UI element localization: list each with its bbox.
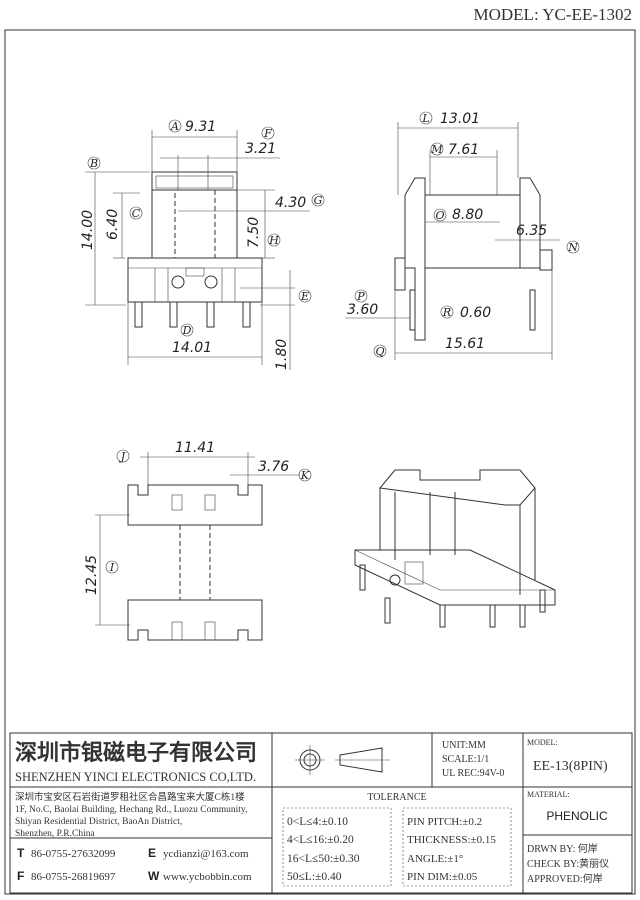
drawing-text: THICKNESS:±0.15 (407, 834, 496, 846)
drawing-text: T (17, 846, 25, 860)
fax: 86-0755-26819697 (31, 871, 116, 883)
drawing-text: 50≤L:±0.40 (287, 871, 342, 883)
drawing-text: R (442, 306, 451, 319)
title-block: 深圳市银磁电子有限公司 SHENZHEN YINCI ELECTRONICS C… (9, 732, 633, 894)
checked-by: CHECK BY:黄丽仪 (527, 857, 609, 870)
drawing-text: ANGLE:±1° (407, 853, 463, 865)
drawing-text: 3.21 (245, 141, 276, 157)
drawing-text: PIN DIM:±0.05 (407, 871, 478, 883)
drawing-text: 13.01 (440, 111, 480, 127)
phone: 86-0755-27632099 (31, 848, 116, 860)
address-line: 深圳市宝安区石岩街道罗租社区合昌路宝来大厦C栋1楼 (15, 791, 245, 803)
drawing-text: A (170, 120, 179, 133)
drawing-text: 8.80 (452, 207, 483, 223)
drawing-text: 9.31 (185, 119, 216, 135)
ul-rating: UL REC:94V-0 (442, 768, 504, 779)
drawing-text: 4.30 (275, 195, 306, 211)
company-name-en: SHENZHEN YINCI ELECTRONICS CO,LTD. (15, 770, 256, 784)
drawing-text: 6.40 (105, 209, 121, 240)
unit: UNIT:MM (442, 740, 486, 751)
scale: SCALE:1/1 (442, 754, 489, 765)
drawing-text: MATERIAL: (527, 790, 570, 799)
approved-by: APPROVED:何岸 (527, 872, 603, 885)
drawing-text: 15.61 (445, 336, 485, 352)
drawing-text: D (182, 324, 192, 337)
drawing-text: J (119, 450, 126, 463)
address-line: 1F, No.C, Baolai Building, Hechang Rd., … (15, 805, 247, 815)
drawing-text: P (356, 290, 365, 303)
material-value: PHENOLIC (546, 809, 608, 823)
tolerance-title: TOLERANCE (367, 792, 426, 803)
drawing-text: L (421, 112, 429, 125)
drawing-text: B (89, 157, 98, 170)
drawing-text: F (17, 869, 24, 883)
drawing-text: E (300, 290, 309, 303)
drawing-text: M (430, 143, 443, 156)
model-value: EE-13(8PIN) (533, 759, 608, 774)
model-header: MODEL: YC-EE-1302 (474, 5, 633, 24)
drawing-text: K (300, 469, 310, 482)
drawn-by: DRWN BY: 何岸 (527, 842, 598, 855)
website: www.ycbobbin.com (163, 871, 252, 883)
drawing-text: C (132, 207, 141, 220)
drawing-text: MODEL: (527, 738, 558, 747)
email: ycdianzi@163.com (163, 848, 249, 860)
drawing-text: PIN PITCH:±0.2 (407, 816, 482, 828)
drawing-text: E (148, 846, 156, 860)
drawing-text: 3.60 (347, 302, 378, 318)
drawing-text: Q (375, 345, 384, 358)
drawing-text: W (148, 869, 160, 883)
drawing-text: 16<L≤50:±0.30 (287, 853, 360, 865)
projection-symbol-icon (295, 745, 390, 775)
drawing-text: 14.01 (172, 340, 212, 356)
drawing-text: 0.60 (460, 305, 491, 321)
drawing-text: F (263, 127, 272, 140)
drawing-text: 6.35 (516, 223, 547, 239)
drawing-text: O (435, 209, 444, 222)
bottom-view: J 11.41 3.76 K 12.45 I (84, 440, 312, 641)
drawing-text: 14.00 (80, 210, 96, 250)
drawing-text: 12.45 (84, 555, 100, 595)
drawing-text: 1.80 (274, 339, 290, 370)
drawing-text: H (268, 234, 279, 247)
drawing-text: 11.41 (175, 440, 215, 456)
drawing-text: I (109, 561, 115, 574)
company-name-cn: 深圳市银磁电子有限公司 (15, 740, 257, 765)
front-view: A 9.31 F 3.21 B 14.00 6.40 C 4.30 G 7.50… (80, 119, 325, 370)
side-view: L 13.01 M 7.61 O 8.80 6.35 N P 3.60 R 0.… (345, 111, 580, 360)
drawing-text: 7.61 (448, 142, 479, 158)
drawing-text: 7.50 (246, 217, 262, 248)
isometric-view (354, 469, 556, 628)
sheet-border (4, 29, 636, 895)
drawing-text: 4<L≤16:±0.20 (287, 834, 354, 846)
drawing-text: 0<L≤4:±0.10 (287, 816, 348, 828)
drawing-text: N (567, 241, 578, 254)
drawing-text: 3.76 (258, 459, 289, 475)
address-line: Shiyan Residential District, BaoAn Distr… (15, 817, 182, 827)
address-line: Shenzhen, P.R.China (15, 829, 95, 839)
drawing-text: G (314, 194, 323, 207)
